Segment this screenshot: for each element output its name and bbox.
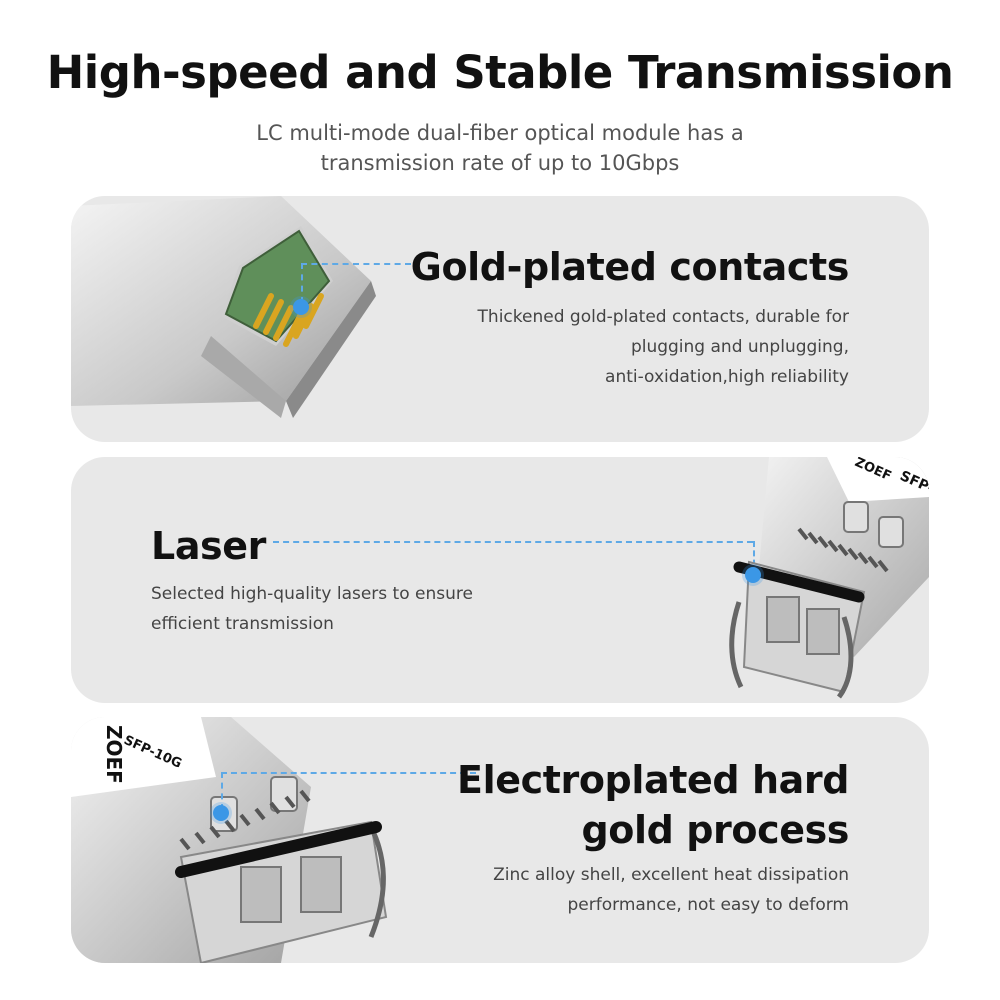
callout-dot-icon [745, 567, 761, 583]
callout-line-3 [221, 772, 476, 774]
callout-line-2 [273, 541, 753, 543]
callout-dot-icon [293, 299, 309, 315]
callout-dot-icon [213, 805, 229, 821]
feature-description-laser: Selected high-quality lasers to ensure e… [151, 584, 473, 634]
feature-title-laser: Laser [151, 524, 266, 568]
feature-description-hard-gold: Zinc alloy shell, excellent heat dissipa… [493, 865, 849, 915]
page-subtitle: LC multi-mode dual-fiber optical module … [256, 121, 744, 175]
callout-line-2-vertical [753, 541, 755, 575]
page-title: High-speed and Stable Transmission [46, 46, 954, 99]
feature-card-gold-contacts: Gold-plated contacts Thickened gold-plat… [71, 196, 929, 442]
feature-title-gold-contacts: Gold-plated contacts [410, 245, 850, 289]
callout-line-3-vertical [221, 772, 223, 810]
sfp-module-illustration: ZOEF SFP-10G [71, 717, 388, 963]
feature-description-gold-contacts: Thickened gold-plated contacts, durable … [477, 307, 849, 387]
sfp-laser-illustration: SFP-10G ZOEF [729, 457, 929, 699]
feature-title-hard-gold: Electroplated hard gold process [457, 758, 849, 852]
sfp-contacts-illustration [71, 196, 376, 418]
callout-line-1-vertical [301, 263, 303, 303]
feature-card-laser: Laser Selected high-quality lasers to en… [71, 457, 929, 703]
callout-line-1 [301, 263, 411, 265]
svg-text:ZOEF: ZOEF [102, 725, 126, 784]
feature-card-hard-gold: ZOEF SFP-10G Electroplated hard gold pro… [71, 717, 929, 963]
